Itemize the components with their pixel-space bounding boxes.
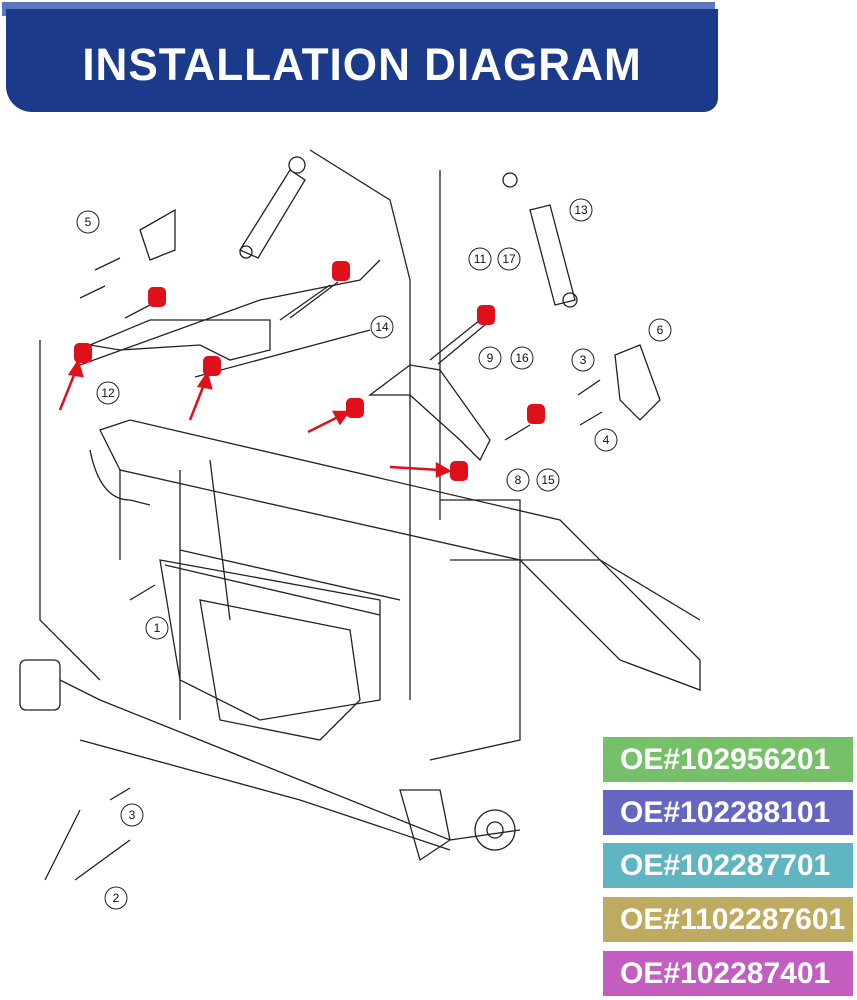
svg-text:4: 4 [603,433,610,447]
bushing [527,404,545,424]
callout-11: 11 [468,247,492,271]
bushing [148,287,166,307]
svg-text:13: 13 [574,203,588,217]
callout-1: 1 [145,616,169,640]
bushings [74,261,545,481]
svg-text:3: 3 [129,808,136,822]
svg-text:14: 14 [375,320,389,334]
bushing [477,305,495,325]
red-arrows [58,359,452,478]
callout-17: 17 [497,247,521,271]
header-banner: INSTALLATION DIAGRAM [6,9,718,112]
svg-text:9: 9 [487,351,494,365]
part-number-badge: OE#102288101 [603,790,853,835]
bushing [332,261,350,281]
arrow-head [331,410,351,426]
svg-text:11: 11 [474,252,487,266]
svg-text:16: 16 [515,351,529,365]
svg-text:12: 12 [101,386,115,400]
callout-3b: 3 [120,803,144,827]
svg-text:3: 3 [580,353,587,367]
part-number-badge: OE#102287701 [603,843,853,888]
callout-4: 4 [594,428,618,452]
callout-14: 14 [370,315,394,339]
callout-15: 15 [536,468,560,492]
callout-8: 8 [506,468,530,492]
arrow-icon [188,381,207,421]
callout-13: 13 [569,198,593,222]
svg-text:6: 6 [657,323,664,337]
callout-12: 12 [96,381,120,405]
part-number-badge: OE#102287401 [603,951,853,996]
svg-text:15: 15 [541,473,555,487]
svg-text:17: 17 [502,252,516,266]
callout-6: 6 [648,318,672,342]
arrow-icon [307,414,341,434]
part-number-badge: OE#1102287601 [603,897,853,942]
callouts: 5 12 14 11 17 13 6 3 9 16 4 8 15 1 3 2 [76,198,672,910]
arrow-icon [58,369,78,411]
bushing [346,398,364,418]
arrow-head [196,371,213,390]
bushing [74,343,92,363]
page-title: INSTALLATION DIAGRAM [82,39,642,90]
arrow-head [435,461,452,478]
part-number-badge: OE#102956201 [603,737,853,782]
svg-text:8: 8 [515,473,522,487]
arrow-head [67,359,84,378]
bushing [450,461,468,481]
callout-16: 16 [510,346,534,370]
line-art [19,149,701,881]
callout-2: 2 [104,886,128,910]
bushing [203,356,221,376]
arrow-icon [389,465,441,472]
svg-text:2: 2 [113,891,120,905]
svg-text:1: 1 [154,621,161,635]
svg-text:5: 5 [85,215,92,229]
callout-9: 9 [478,346,502,370]
callout-5: 5 [76,210,100,234]
callout-3: 3 [571,348,595,372]
